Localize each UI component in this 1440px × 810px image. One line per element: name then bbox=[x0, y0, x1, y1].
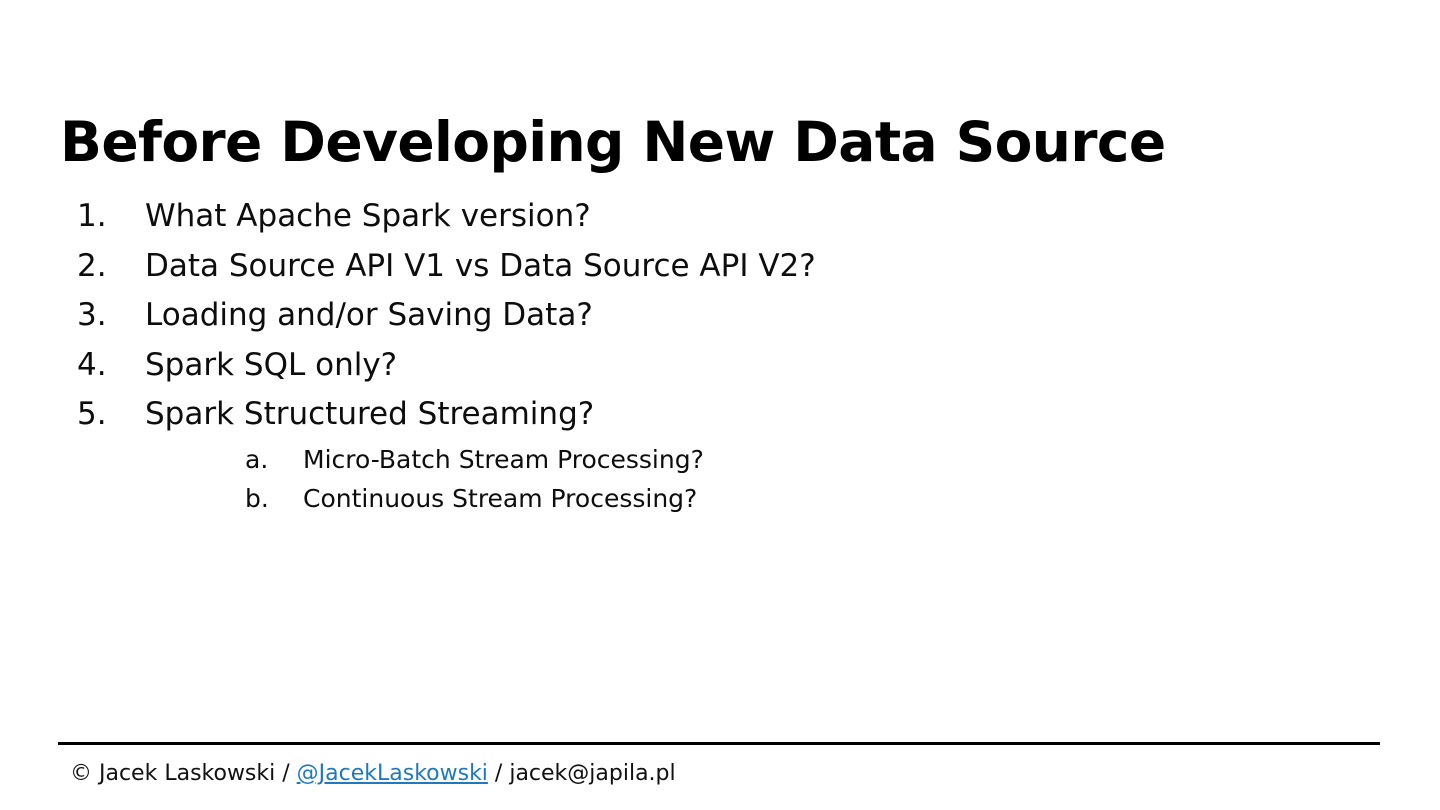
list-marker: 5. bbox=[77, 396, 107, 432]
list-item: 2. Data Source API V1 vs Data Source API… bbox=[60, 242, 1380, 292]
list-item-text: Spark SQL only? bbox=[145, 346, 398, 383]
sub-list-item-text: Micro-Batch Stream Processing? bbox=[303, 444, 704, 474]
list-item-text: Spark Structured Streaming? bbox=[145, 396, 595, 432]
list-item-text: Data Source API V1 vs Data Source API V2… bbox=[145, 247, 816, 284]
sub-list-item-text: Continuous Stream Processing? bbox=[303, 483, 698, 513]
footer-copyright: © Jacek Laskowski / bbox=[70, 761, 290, 786]
outline-list-level-2: a. Micro-Batch Stream Processing? b. Con… bbox=[145, 440, 1380, 518]
list-marker: 1. bbox=[77, 198, 107, 234]
sub-list-marker: a. bbox=[245, 444, 269, 474]
list-item: 4. Spark SQL only? bbox=[60, 341, 1380, 391]
list-item-text: Loading and/or Saving Data? bbox=[145, 297, 593, 333]
footer-divider bbox=[58, 742, 1380, 745]
page-title: Before Developing New Data Source bbox=[60, 109, 1166, 174]
list-marker: 3. bbox=[77, 297, 107, 333]
outline-body: 1. What Apache Spark version? 2. Data So… bbox=[60, 192, 1380, 518]
sub-list-marker: b. bbox=[245, 483, 269, 513]
list-marker: 4. bbox=[77, 346, 107, 383]
footer: © Jacek Laskowski / @JacekLaskowski / ja… bbox=[70, 758, 676, 790]
footer-email: / jacek@japila.pl bbox=[494, 761, 676, 786]
list-item: 3. Loading and/or Saving Data? bbox=[60, 291, 1380, 341]
list-item: 5. Spark Structured Streaming? a. Micro-… bbox=[60, 390, 1380, 518]
footer-twitter-link[interactable]: @JacekLaskowski bbox=[296, 761, 488, 786]
list-marker: 2. bbox=[77, 247, 107, 284]
list-item: 1. What Apache Spark version? bbox=[60, 192, 1380, 242]
outline-list-level-1: 1. What Apache Spark version? 2. Data So… bbox=[60, 192, 1380, 518]
list-item-text: What Apache Spark version? bbox=[145, 198, 591, 234]
sub-list-item: a. Micro-Batch Stream Processing? bbox=[145, 440, 1380, 479]
sub-list-item: b. Continuous Stream Processing? bbox=[145, 479, 1380, 518]
